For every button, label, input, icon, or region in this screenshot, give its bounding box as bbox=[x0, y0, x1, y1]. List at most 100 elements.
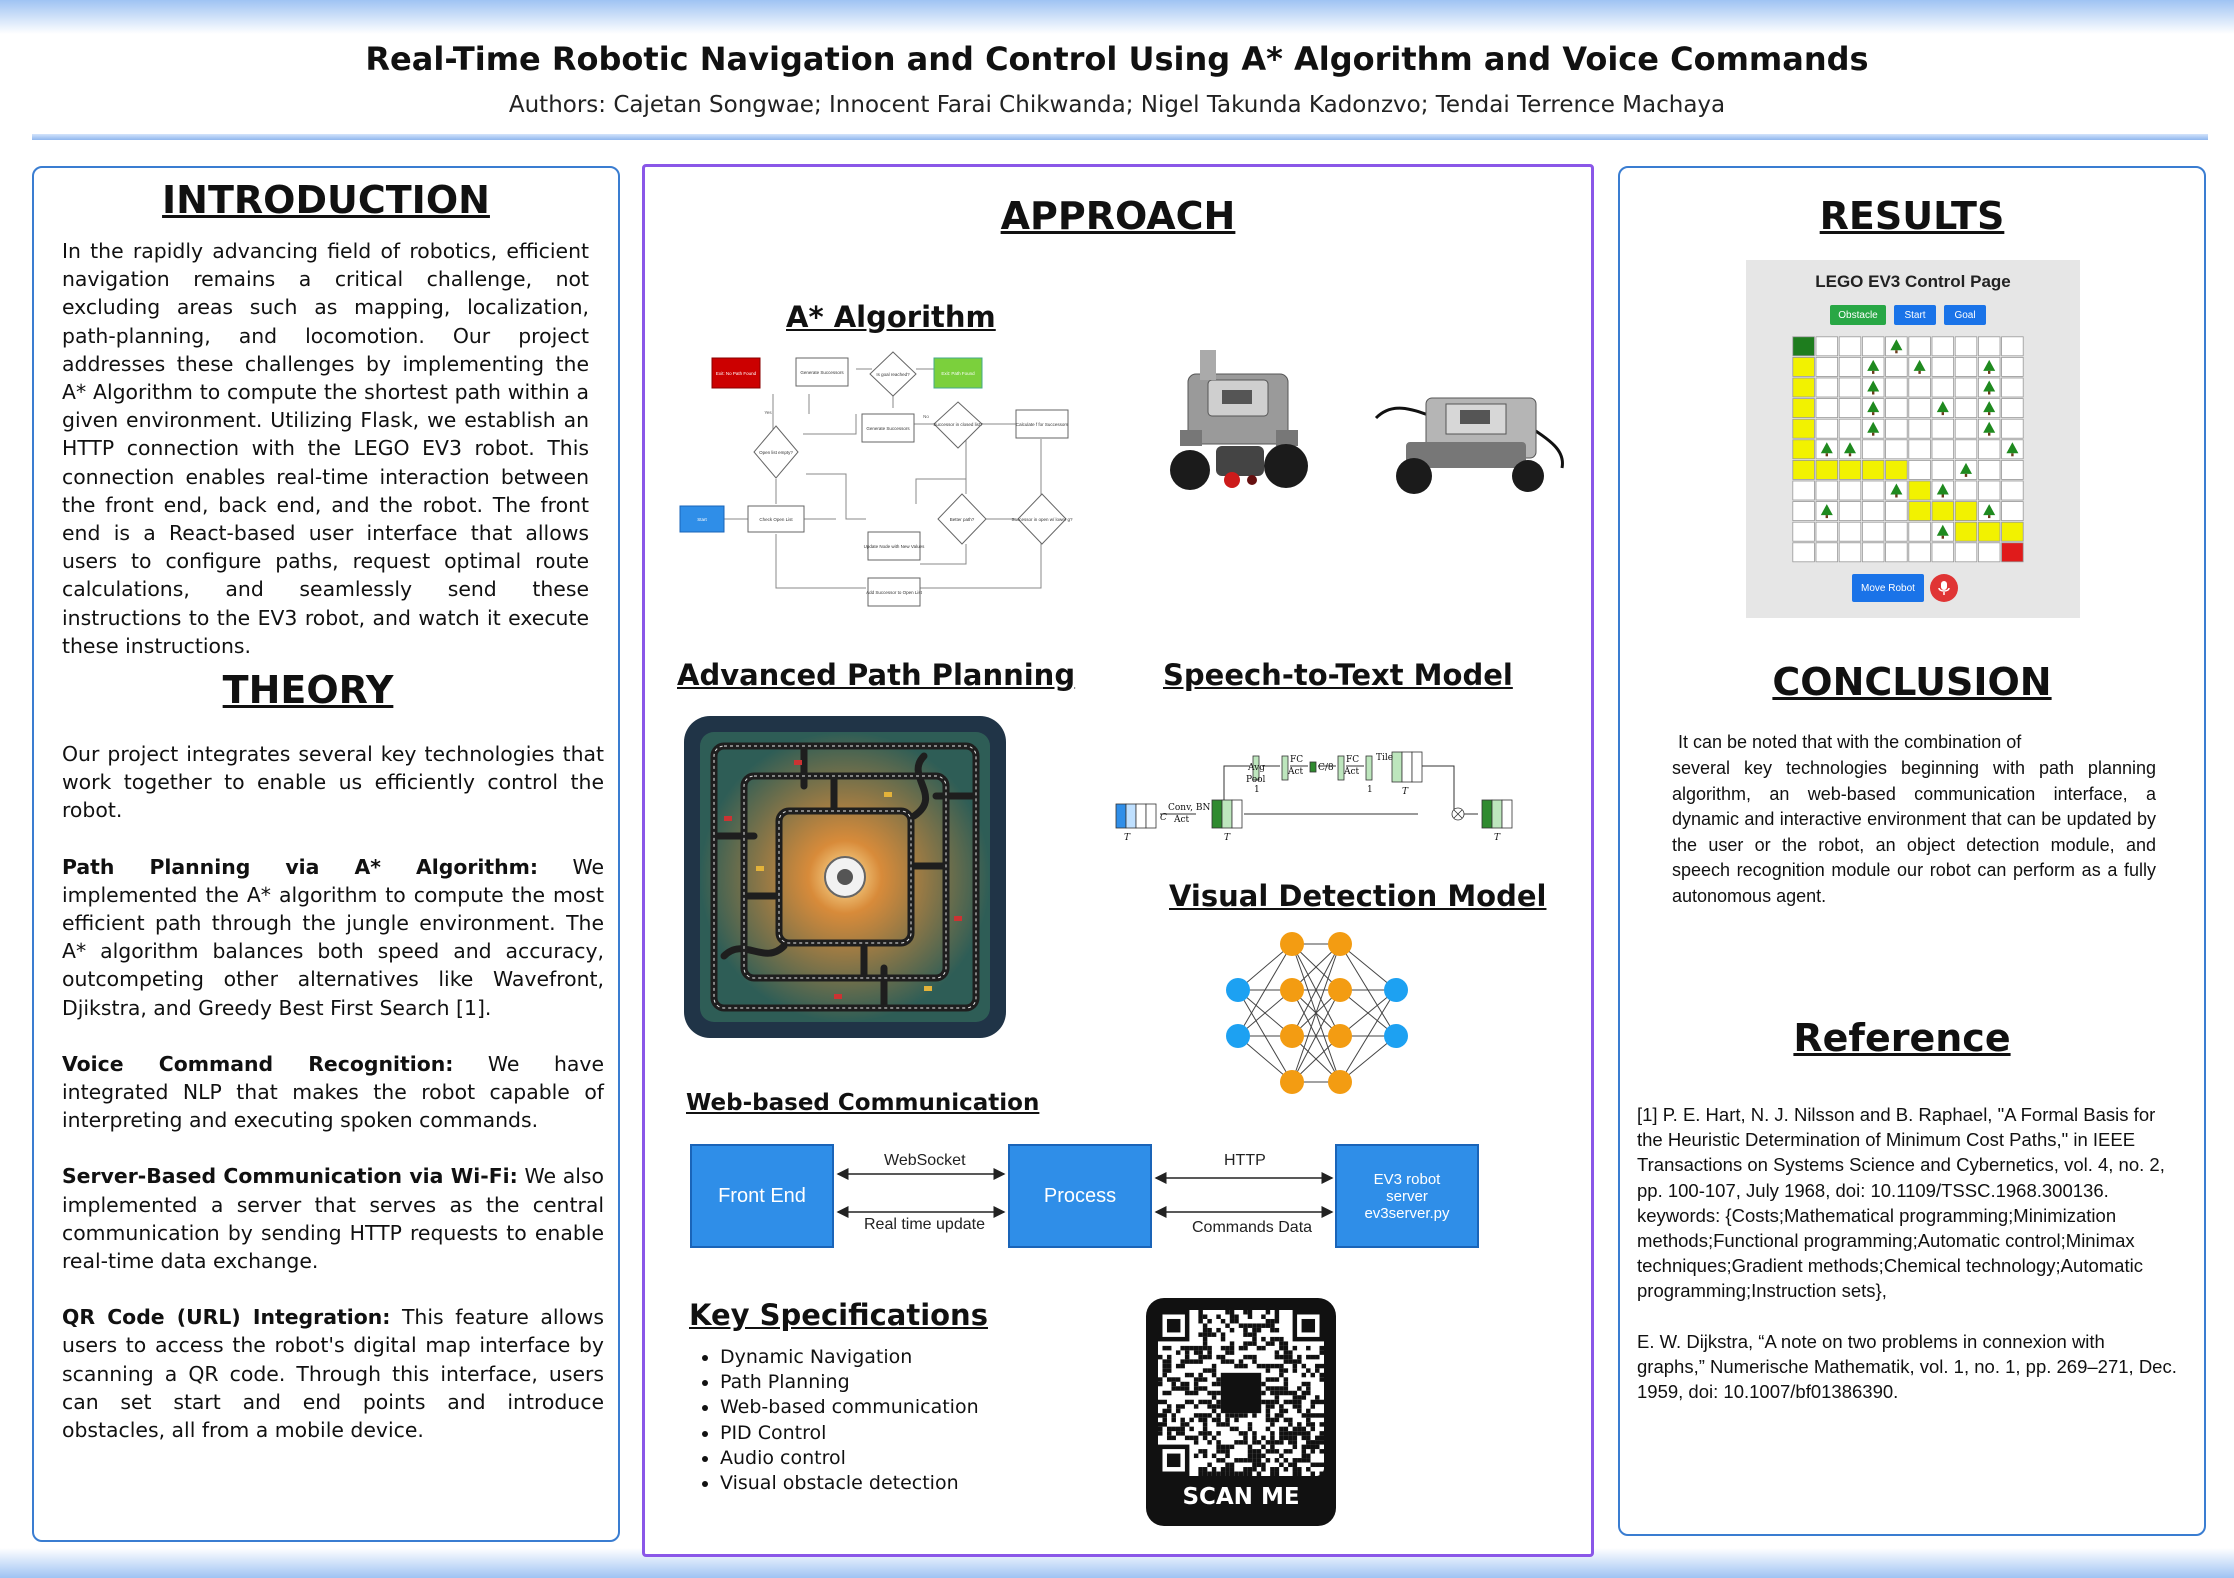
grid-cell[interactable] bbox=[1862, 521, 1885, 542]
grid-cell[interactable] bbox=[2001, 460, 2024, 480]
grid-cell[interactable] bbox=[2001, 418, 2024, 439]
grid-cell[interactable] bbox=[1792, 480, 1815, 501]
grid-cell[interactable] bbox=[1954, 398, 1978, 418]
grid-cell[interactable] bbox=[1931, 418, 1955, 439]
obstacle-button[interactable]: Obstacle bbox=[1830, 305, 1886, 325]
grid-cell[interactable] bbox=[2001, 521, 2024, 542]
grid-cell[interactable] bbox=[1954, 439, 1978, 460]
grid-cell[interactable] bbox=[2001, 480, 2024, 501]
start-button[interactable]: Start bbox=[1894, 305, 1936, 325]
grid-cell[interactable] bbox=[1908, 439, 1931, 460]
grid-cell[interactable] bbox=[1885, 356, 1908, 377]
goal-button[interactable]: Goal bbox=[1944, 305, 1986, 325]
qr-code-card[interactable]: SCAN ME bbox=[1146, 1298, 1336, 1526]
grid-cell[interactable] bbox=[1931, 460, 1955, 480]
grid-cell[interactable] bbox=[1885, 521, 1908, 542]
grid-cell[interactable] bbox=[1885, 418, 1908, 439]
grid-cell[interactable] bbox=[1977, 480, 2001, 501]
grid-cell[interactable] bbox=[1908, 542, 1931, 563]
grid-cell[interactable] bbox=[1954, 418, 1978, 439]
grid-cell[interactable] bbox=[1838, 356, 1862, 377]
grid-cell[interactable] bbox=[1908, 336, 1931, 357]
grid-cell[interactable] bbox=[1885, 460, 1908, 480]
grid-cell[interactable] bbox=[1815, 418, 1839, 439]
grid-cell[interactable] bbox=[1838, 501, 1862, 522]
grid-cell[interactable] bbox=[1931, 501, 1955, 522]
grid-cell[interactable] bbox=[1931, 377, 1955, 398]
grid-cell[interactable] bbox=[2001, 356, 2024, 377]
grid-cell[interactable] bbox=[1815, 480, 1839, 501]
grid-cell[interactable] bbox=[1792, 521, 1815, 542]
grid-cell[interactable] bbox=[1792, 336, 1815, 357]
grid-cell[interactable] bbox=[1954, 501, 1978, 522]
grid-cell[interactable] bbox=[1862, 480, 1885, 501]
grid-cell[interactable] bbox=[1862, 336, 1885, 357]
grid-cell[interactable] bbox=[1931, 439, 1955, 460]
grid-cell[interactable] bbox=[1838, 460, 1862, 480]
grid-cell[interactable] bbox=[1977, 521, 2001, 542]
grid-cell[interactable] bbox=[1954, 356, 1978, 377]
grid-cell[interactable] bbox=[1885, 542, 1908, 563]
grid-cell[interactable] bbox=[1908, 521, 1931, 542]
grid-cell[interactable] bbox=[1838, 377, 1862, 398]
grid-cell[interactable] bbox=[1792, 501, 1815, 522]
grid-cell[interactable] bbox=[1862, 439, 1885, 460]
grid-cell[interactable] bbox=[1908, 418, 1931, 439]
grid-cell[interactable] bbox=[1862, 501, 1885, 522]
microphone-icon bbox=[1938, 581, 1950, 595]
move-robot-button[interactable]: Move Robot bbox=[1852, 574, 1924, 602]
grid-cell[interactable] bbox=[1977, 439, 2001, 460]
grid-cell[interactable] bbox=[1885, 398, 1908, 418]
grid-cell[interactable] bbox=[1838, 480, 1862, 501]
grid-cell[interactable] bbox=[1908, 398, 1931, 418]
grid-cell[interactable] bbox=[1792, 542, 1815, 563]
grid-cell[interactable] bbox=[1792, 377, 1815, 398]
grid-cell[interactable] bbox=[1931, 336, 1955, 357]
qr-code-image[interactable] bbox=[1158, 1310, 1324, 1476]
grid-cell[interactable] bbox=[2001, 501, 2024, 522]
grid-cell[interactable] bbox=[1885, 439, 1908, 460]
grid-cell[interactable] bbox=[1815, 398, 1839, 418]
grid-cell[interactable] bbox=[2001, 398, 2024, 418]
grid-cell[interactable] bbox=[2001, 542, 2024, 563]
grid-cell[interactable] bbox=[1838, 418, 1862, 439]
grid-cell[interactable] bbox=[1815, 377, 1839, 398]
grid-cell[interactable] bbox=[1838, 521, 1862, 542]
grid-cell[interactable] bbox=[1885, 377, 1908, 398]
grid-cell[interactable] bbox=[1838, 336, 1862, 357]
grid-cell[interactable] bbox=[1815, 542, 1839, 563]
grid-cell[interactable] bbox=[2001, 336, 2024, 357]
microphone-button[interactable] bbox=[1930, 574, 1958, 602]
grid-cell[interactable] bbox=[1792, 439, 1815, 460]
grid-cell[interactable] bbox=[1815, 356, 1839, 377]
grid-cell[interactable] bbox=[1954, 377, 1978, 398]
grid-cell[interactable] bbox=[1977, 460, 2001, 480]
grid-cell[interactable] bbox=[1838, 542, 1862, 563]
grid-cell[interactable] bbox=[1792, 356, 1815, 377]
grid-cell[interactable] bbox=[1862, 542, 1885, 563]
grid-cell[interactable] bbox=[1931, 542, 1955, 563]
grid-cell[interactable] bbox=[1908, 501, 1931, 522]
grid-cell[interactable] bbox=[1977, 336, 2001, 357]
grid-cell[interactable] bbox=[1792, 418, 1815, 439]
grid-cell[interactable] bbox=[1792, 398, 1815, 418]
grid-cell[interactable] bbox=[1815, 521, 1839, 542]
grid-cell[interactable] bbox=[1908, 480, 1931, 501]
grid-cell[interactable] bbox=[1792, 460, 1815, 480]
grid-cell[interactable] bbox=[1815, 336, 1839, 357]
grid-cell[interactable] bbox=[1977, 542, 2001, 563]
grid-cell[interactable] bbox=[1954, 336, 1978, 357]
grid-cell[interactable] bbox=[1954, 542, 1978, 563]
grid-cell[interactable] bbox=[1862, 460, 1885, 480]
process-box: Process bbox=[1008, 1144, 1152, 1248]
grid-cell[interactable] bbox=[1954, 521, 1978, 542]
grid-cell[interactable] bbox=[2001, 377, 2024, 398]
grid-cell[interactable] bbox=[1908, 460, 1931, 480]
grid-cell[interactable] bbox=[1931, 356, 1955, 377]
grid-cell[interactable] bbox=[1954, 480, 1978, 501]
grid-cell[interactable] bbox=[1885, 501, 1908, 522]
grid-cell[interactable] bbox=[1908, 377, 1931, 398]
grid-cell[interactable] bbox=[1815, 460, 1839, 480]
grid-cell[interactable] bbox=[1838, 398, 1862, 418]
map-grid[interactable] bbox=[1792, 336, 2028, 564]
